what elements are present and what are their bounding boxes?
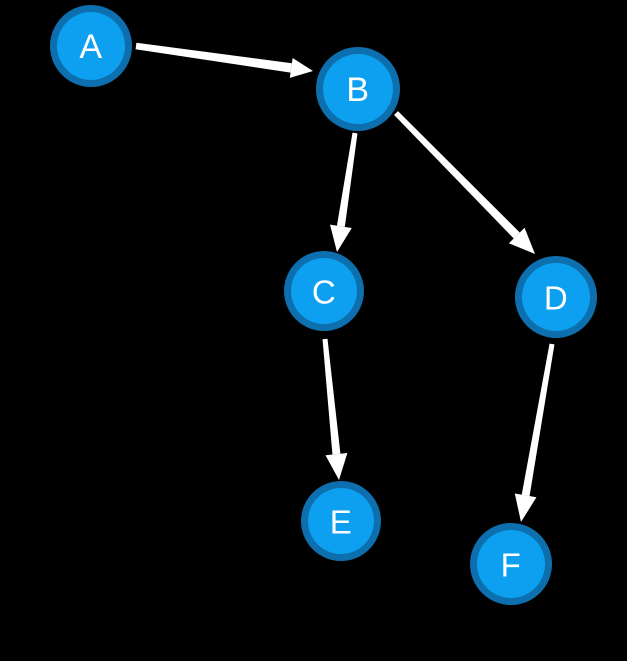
graph-edge-b-d[interactable] <box>394 111 535 254</box>
node-label: C <box>312 274 336 311</box>
node-layer: A B C D E F <box>50 5 597 605</box>
node-circle <box>477 530 545 598</box>
edge-arrowhead <box>514 493 537 522</box>
node-circle <box>57 12 125 80</box>
edge-arrowhead <box>508 227 535 254</box>
graph-edge-a-b[interactable] <box>135 42 313 78</box>
node-label: F <box>501 547 522 584</box>
graph-edge-d-f[interactable] <box>514 343 555 522</box>
node-label: A <box>79 28 102 66</box>
edge-arrowhead <box>325 453 348 480</box>
node-circle <box>522 263 590 331</box>
graph-edge-c-e[interactable] <box>322 338 348 480</box>
edge-line <box>394 111 520 239</box>
node-circle <box>308 488 374 554</box>
edge-layer <box>135 42 555 522</box>
node-label: B <box>346 71 369 109</box>
graph-node-e[interactable]: E <box>301 481 381 561</box>
graph-edge-b-c[interactable] <box>330 132 358 252</box>
edge-arrowhead <box>330 224 352 252</box>
node-circle <box>323 54 393 124</box>
edge-arrowhead <box>289 58 313 78</box>
node-label: D <box>544 280 568 317</box>
node-label: E <box>330 504 353 541</box>
edge-line <box>336 132 358 227</box>
graph-node-d[interactable]: D <box>515 256 597 338</box>
graph-node-b[interactable]: B <box>316 47 400 131</box>
graph-node-c[interactable]: C <box>284 251 364 331</box>
edge-line <box>135 42 292 73</box>
edge-line <box>521 343 555 497</box>
node-circle <box>291 258 357 324</box>
graph-node-f[interactable]: F <box>470 523 552 605</box>
edge-line <box>322 338 341 455</box>
graph-node-a[interactable]: A <box>50 5 132 87</box>
